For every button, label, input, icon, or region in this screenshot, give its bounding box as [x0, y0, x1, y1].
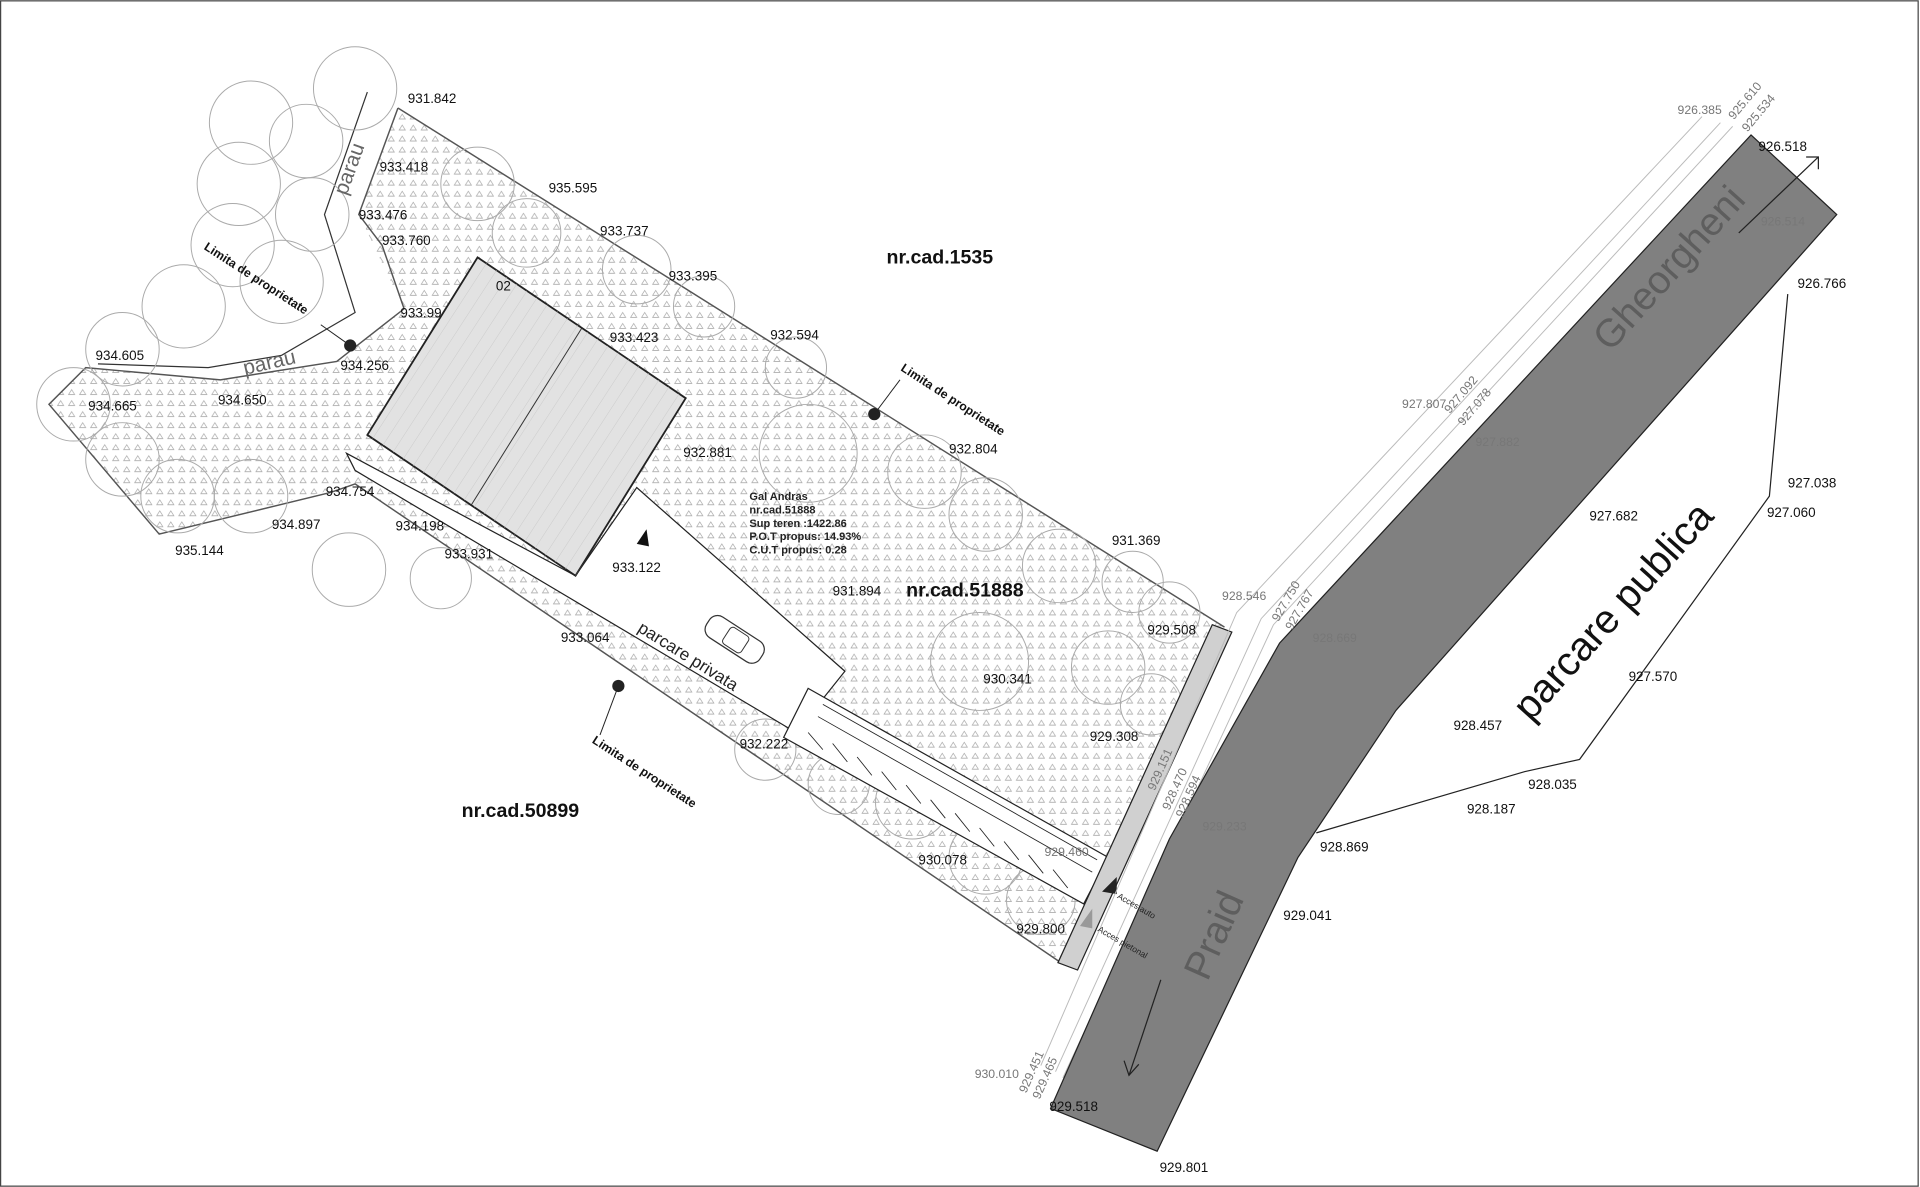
north-arrow-marker-icon: [636, 529, 649, 547]
elevation-label: 931.369: [1112, 533, 1161, 548]
parcel-label-north: nr.cad.1535: [887, 247, 994, 269]
info-block: Gal Andras nr.cad.51888 Sup teren :1422.…: [749, 491, 861, 557]
elevation-label: 934.897: [272, 517, 321, 532]
property-boundary: [397, 107, 1225, 628]
info-area: Sup teren :1422.86: [749, 518, 846, 530]
elevation-label: 934.198: [396, 518, 445, 533]
elevation-label: 927.682: [1589, 509, 1638, 524]
public-parking-boundary: [1316, 294, 1789, 834]
parking-bays: [782, 687, 1109, 905]
elevation-label: 935.144: [175, 543, 224, 558]
elevation-label: 931.842: [408, 91, 457, 106]
pedestrian-access-arrow-icon: [1080, 908, 1093, 929]
elevation-label-grey: 927.882: [1476, 435, 1520, 449]
elevation-labels: 931.842 933.418 935.595 933.476 933.737 …: [88, 91, 1846, 1175]
parcel-label-south: nr.cad.50899: [462, 800, 580, 822]
elevation-label: 928.035: [1528, 777, 1577, 792]
elevation-label: 927.038: [1788, 476, 1837, 491]
elevation-label: 930.078: [918, 853, 967, 868]
elevation-label: 929.041: [1283, 908, 1332, 923]
car-access-arrow-icon: [1102, 876, 1117, 895]
elevation-label-grey: 926.514: [1761, 215, 1805, 229]
elevation-label: 933.99: [400, 305, 441, 320]
trees: [36, 46, 1201, 936]
elevation-label: 932.222: [740, 736, 789, 751]
elevation-label: 933.476: [359, 207, 408, 222]
elevation-label-grey: 929.233: [1202, 819, 1246, 833]
elevation-label: 935.595: [549, 180, 598, 195]
car-icon: [704, 614, 765, 664]
info-owner: Gal Andras: [749, 491, 807, 503]
elevation-label: 934.665: [88, 398, 137, 413]
property-limit-leaders: [320, 324, 901, 736]
partial-label: 02: [496, 278, 511, 293]
elevation-label: 929.800: [1016, 921, 1065, 936]
elevation-label: 933.931: [444, 547, 493, 562]
elevation-label: 934.256: [340, 358, 389, 373]
elevation-label: 931.894: [833, 583, 882, 598]
elevation-label-grey: 926.385: [1678, 103, 1722, 117]
elevation-label: 933.423: [610, 330, 659, 345]
elevation-label: 933.737: [600, 223, 649, 238]
elevation-label-grey: 927.807: [1402, 397, 1446, 411]
elevation-label: 932.594: [770, 327, 819, 342]
roof-ridge: [471, 328, 583, 505]
elevation-label: 929.308: [1090, 729, 1139, 744]
elevation-label: 934.605: [96, 348, 145, 363]
direction-arrow-north-icon: [1738, 156, 1819, 234]
elevation-label-grey: 928.546: [1222, 589, 1266, 603]
elevation-label: 933.395: [669, 269, 718, 284]
parcel-label-main: nr.cad.51888: [906, 580, 1024, 602]
elevation-label: 930.341: [983, 672, 1032, 687]
elevation-label: 926.766: [1798, 276, 1847, 291]
direction-arrow-south-icon: [1123, 979, 1162, 1077]
elevation-label: 927.060: [1767, 505, 1816, 520]
elevation-label: 929.801: [1160, 1160, 1209, 1175]
elevation-label: 934.650: [218, 392, 267, 407]
elevation-label: 926.518: [1758, 139, 1807, 154]
elevation-label: 934.754: [326, 484, 375, 499]
elevation-label: 933.418: [380, 160, 429, 175]
elevation-label: 928.457: [1453, 718, 1502, 733]
elevation-label-grey: 930.010: [975, 1067, 1019, 1081]
info-cut: C.U.T propus: 0.28: [749, 545, 846, 557]
elevation-label: 932.881: [683, 445, 732, 460]
info-pot: P.O.T propus: 14.93%: [749, 531, 861, 543]
elevation-label: 929.518: [1049, 1099, 1098, 1114]
info-cadastre: nr.cad.51888: [749, 504, 815, 516]
elevation-label: 928.869: [1320, 839, 1369, 854]
elevation-label: 928.187: [1467, 801, 1516, 816]
elevation-label: 932.804: [949, 441, 998, 456]
property-boundary-west: [47, 107, 1060, 963]
sidewalk-strip: [1057, 623, 1233, 971]
stream-line: [97, 91, 368, 369]
parking-bay-lines: [807, 703, 1098, 889]
elevation-label: 933.064: [561, 630, 610, 645]
elevation-label-grey: 929.460: [1044, 845, 1088, 859]
elevation-label: 933.760: [382, 233, 431, 248]
elevation-label: 929.508: [1147, 623, 1196, 638]
elevation-label: 933.122: [612, 560, 661, 575]
elevation-label: 927.570: [1629, 669, 1678, 684]
road: [1049, 134, 1838, 1153]
elevation-label-grey: 928.669: [1313, 631, 1357, 645]
